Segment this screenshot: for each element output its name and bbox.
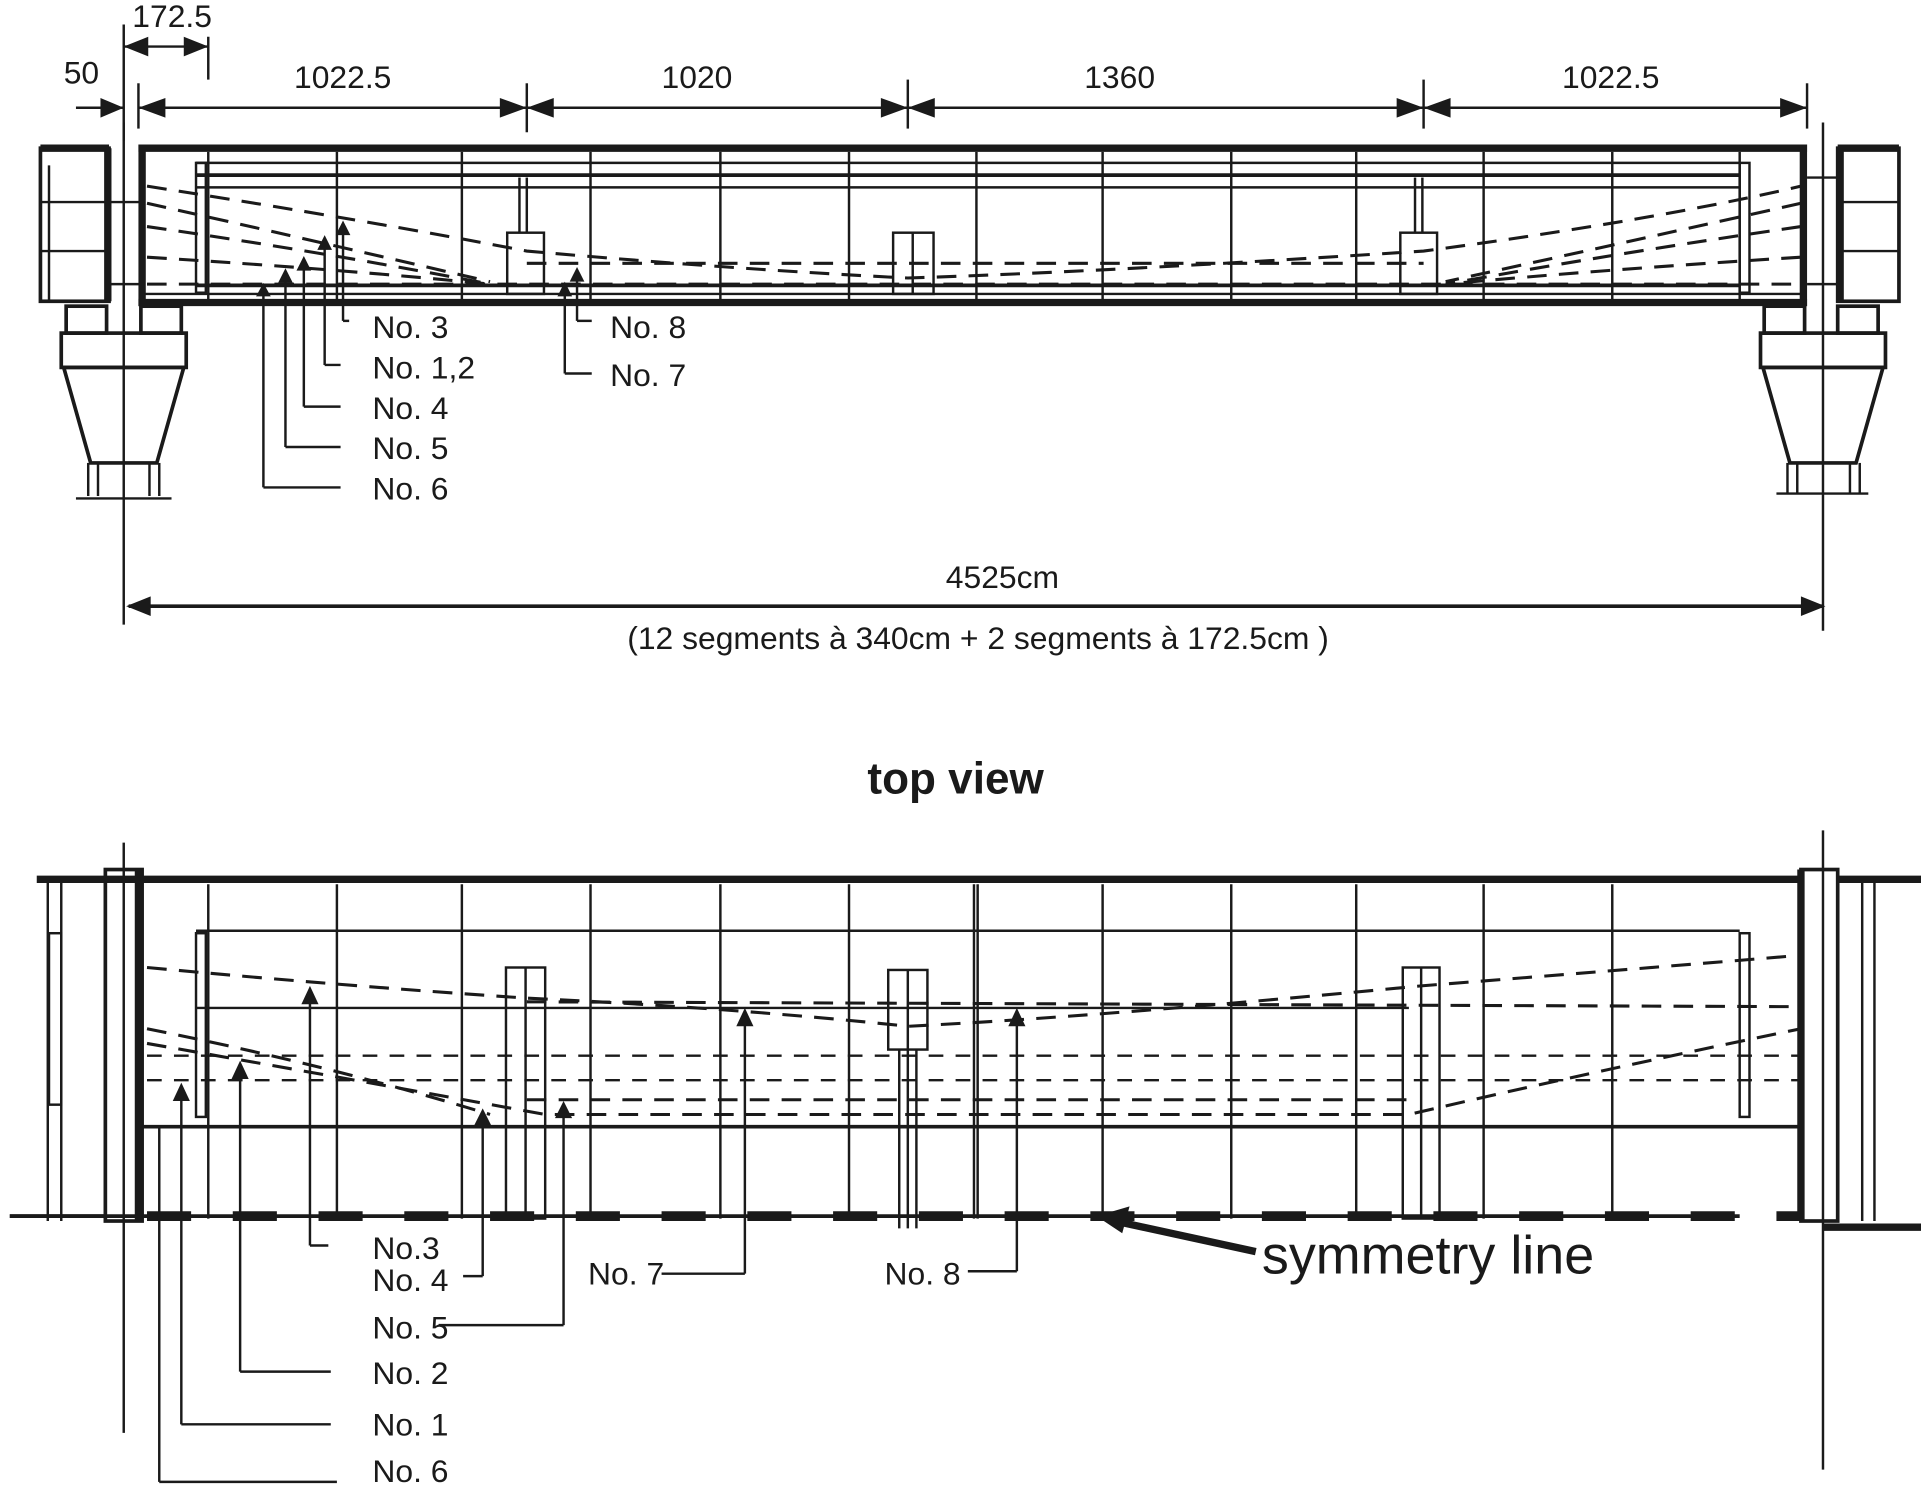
side-label-no8: No. 8 [610,309,686,345]
dim-span-3: 1360 [1084,59,1155,95]
total-length-note: (12 segments à 340cm + 2 segments à 172.… [627,620,1329,656]
top-label-no2: No. 2 [372,1355,448,1391]
dim-span-2: 1020 [662,59,733,95]
top-label-no5: No. 5 [372,1310,448,1346]
total-length: 4525cm [946,559,1059,595]
total-dimension: 4525cm (12 segments à 340cm + 2 segments… [126,559,1826,656]
dimension-chain: 172.5 50 1022.5 1020 1360 1022.5 [64,0,1809,141]
top-view-title: top view [867,755,1044,804]
top-label-no7: No. 7 [588,1256,664,1292]
top-label-no6: No. 6 [372,1453,448,1488]
side-label-no5: No. 5 [372,430,448,466]
top-label-no8: No. 8 [885,1256,961,1292]
top-view: top view [9,755,1921,1488]
dim-end-segment: 172.5 [132,0,212,34]
top-label-no3: No.3 [372,1230,439,1266]
dim-span-1: 1022.5 [294,59,391,95]
left-support [38,122,189,625]
symmetry-arrow-icon [1096,1206,1130,1234]
symmetry-line-label: symmetry line [1262,1226,1594,1286]
beam-top [36,830,1921,1470]
side-label-no12: No. 1,2 [372,349,475,385]
right-support [1758,122,1901,631]
dim-span-4: 1022.5 [1562,59,1659,95]
symmetry-line [9,1211,1921,1231]
tendons-top [146,953,1802,1116]
beam-side [138,144,1808,307]
top-labels: No.3 No. 4 No. 5 No. 2 No. 1 No. 6 No. 7… [158,985,1594,1488]
top-label-no1: No. 1 [372,1406,448,1442]
side-label-no3: No. 3 [372,309,448,345]
side-label-no6: No. 6 [372,471,448,507]
tendons-side [146,184,1802,286]
top-label-no4: No. 4 [372,1262,448,1298]
side-view: 172.5 50 1022.5 1020 1360 1022.5 [38,0,1901,656]
side-label-no7: No. 7 [610,357,686,393]
dim-left-offset: 50 [64,54,99,90]
side-label-no4: No. 4 [372,390,448,426]
symmetry-arrow-shaft [1114,1217,1257,1256]
side-labels: No. 3 No. 1,2 No. 4 No. 5 No. 6 No. 8 No… [256,220,686,507]
